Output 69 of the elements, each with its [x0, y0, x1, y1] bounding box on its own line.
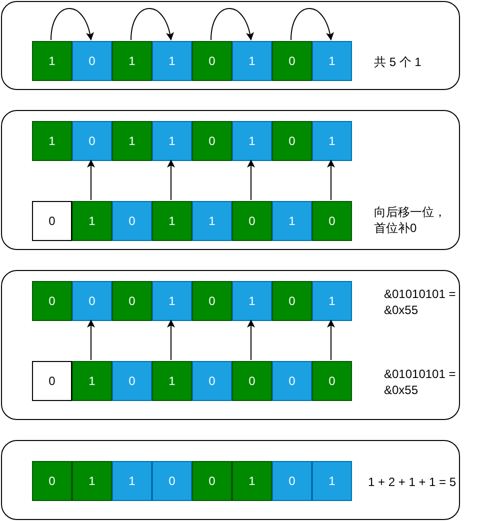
note-text: 向后移一位，首位补0	[374, 204, 447, 236]
bit-cell: 0	[272, 461, 312, 501]
bit-cell: 0	[312, 361, 352, 401]
bit-cell: 1	[232, 41, 272, 81]
panel	[1, 270, 460, 420]
bit-cell: 1	[232, 281, 272, 321]
bit-cell: 1	[112, 121, 152, 161]
bit-cell: 0	[72, 41, 112, 81]
bit-cell: 1	[232, 121, 272, 161]
bit-cell: 0	[192, 361, 232, 401]
arrow	[167, 160, 175, 200]
bit-cell: 0	[112, 201, 152, 241]
arrow	[247, 160, 255, 200]
bit-cell: 1	[72, 461, 112, 501]
bit-cell: 0	[192, 121, 232, 161]
bit-cell: 0	[32, 201, 72, 241]
bit-cell: 0	[72, 121, 112, 161]
bit-cell: 1	[272, 201, 312, 241]
bit-cell: 0	[192, 41, 232, 81]
bit-cell: 1	[312, 121, 352, 161]
arrow	[87, 320, 95, 360]
note-text: 共 5 个 1	[374, 54, 422, 70]
arrow	[327, 320, 335, 360]
arrow	[327, 160, 335, 200]
bit-cell: 0	[152, 461, 192, 501]
bit-cell: 0	[232, 201, 272, 241]
bit-cell: 0	[32, 281, 72, 321]
bit-cell: 1	[312, 281, 352, 321]
bit-cell: 1	[152, 281, 192, 321]
panel	[1, 440, 460, 520]
bit-cell: 1	[112, 461, 152, 501]
bit-cell: 1	[112, 41, 152, 81]
note-text: &01010101 = &0x55	[384, 366, 457, 398]
bit-cell: 0	[272, 281, 312, 321]
note-text: 1 + 2 + 1 + 1 = 5	[368, 474, 458, 490]
bit-cell: 0	[32, 461, 72, 501]
note-text: &01010101 = &0x55	[384, 286, 457, 318]
panel	[1, 1, 460, 90]
bit-cell: 1	[312, 41, 352, 81]
bit-cell: 1	[152, 201, 192, 241]
arrow	[167, 320, 175, 360]
bit-cell: 0	[232, 361, 272, 401]
arrow	[290, 8, 334, 40]
bit-cell: 0	[112, 361, 152, 401]
arrow	[130, 8, 174, 40]
bit-cell: 1	[72, 201, 112, 241]
bit-cell: 1	[312, 461, 352, 501]
arrow	[210, 8, 254, 40]
bit-cell: 0	[272, 41, 312, 81]
bit-cell: 0	[312, 201, 352, 241]
bit-cell: 1	[152, 121, 192, 161]
arrow	[50, 8, 94, 40]
bit-cell: 0	[272, 361, 312, 401]
panel	[1, 110, 460, 250]
bit-cell: 1	[32, 121, 72, 161]
arrow	[247, 320, 255, 360]
bit-cell: 0	[192, 461, 232, 501]
bit-cell: 1	[192, 201, 232, 241]
arrow	[87, 160, 95, 200]
bit-cell: 1	[152, 41, 192, 81]
bit-cell: 1	[72, 361, 112, 401]
bit-cell: 1	[152, 361, 192, 401]
bit-cell: 1	[232, 461, 272, 501]
bit-cell: 0	[32, 361, 72, 401]
bit-cell: 0	[72, 281, 112, 321]
bit-cell: 0	[112, 281, 152, 321]
bit-cell: 1	[32, 41, 72, 81]
bit-cell: 0	[272, 121, 312, 161]
bit-cell: 0	[192, 281, 232, 321]
